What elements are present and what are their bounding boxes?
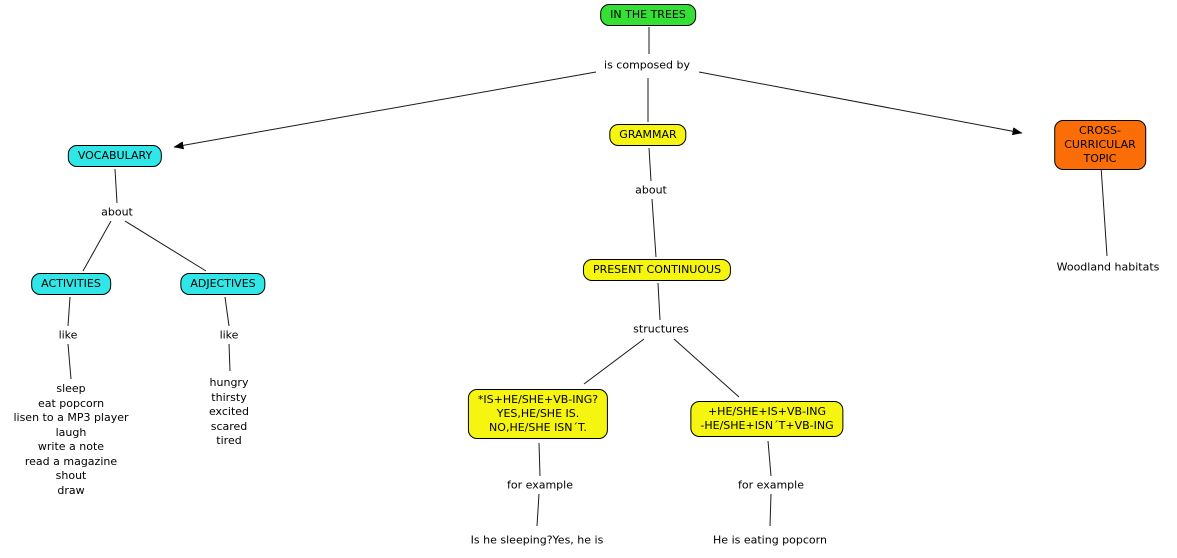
line-grammar-to-about [648, 147, 652, 182]
link-like-adjectives[interactable]: like [217, 328, 241, 342]
leaf-adjectives-list[interactable]: hungry thirsty excited scared tired [208, 376, 250, 447]
line-statement-to-example [767, 440, 772, 477]
node-in-the-trees[interactable]: IN THE TREES [600, 4, 696, 26]
line-composed-to-vocabulary [173, 71, 597, 150]
link-for-example-statement[interactable]: for example [736, 478, 806, 492]
link-for-example-question[interactable]: for example [505, 478, 575, 492]
leaf-woodland-habitats[interactable]: Woodland habitats [1056, 260, 1160, 274]
leaf-example-statement[interactable]: He is eating popcorn [713, 533, 827, 547]
line-question-to-example [538, 442, 541, 477]
line-structures-to-question [583, 338, 645, 385]
line-like-to-adjectives-list [228, 343, 231, 372]
node-present-continuous[interactable]: PRESENT CONTINUOUS [582, 259, 732, 281]
link-like-activities[interactable]: like [56, 328, 80, 342]
link-structures[interactable]: structures [631, 322, 691, 336]
line-activities-to-like [67, 296, 71, 327]
node-structure-question[interactable]: *IS+HE/SHE+VB-ING? YES,HE/SHE IS. NO,HE/… [467, 389, 609, 439]
line-about-to-activities [82, 220, 112, 272]
line-like-to-activities-list [67, 343, 72, 380]
line-adjectives-to-like [224, 296, 230, 327]
leaf-activities-list[interactable]: sleep eat popcorn lisen to a MP3 player … [13, 382, 129, 497]
node-vocabulary[interactable]: VOCABULARY [67, 145, 163, 167]
leaf-example-question[interactable]: Is he sleeping?Yes, he is [470, 533, 604, 547]
line-example-to-statement-text [769, 493, 772, 527]
node-adjectives[interactable]: ADJECTIVES [180, 273, 266, 295]
link-is-composed-by[interactable]: is composed by [602, 58, 692, 72]
node-structure-statement[interactable]: +HE/SHE+IS+VB-ING -HE/SHE+ISN´T+VB-ING [690, 401, 844, 437]
line-vocabulary-to-about [114, 168, 118, 204]
link-about-vocabulary[interactable]: about [99, 205, 135, 219]
node-activities[interactable]: ACTIVITIES [31, 273, 111, 295]
line-cross-to-woodland [1100, 165, 1108, 257]
line-example-to-question-text [536, 493, 540, 527]
line-structures-to-statement [673, 338, 740, 398]
line-pc-to-structures [657, 282, 661, 321]
link-about-grammar[interactable]: about [633, 183, 669, 197]
node-grammar[interactable]: GRAMMAR [609, 124, 687, 146]
node-cross-curricular-topic[interactable]: CROSS- CURRICULAR TOPIC [1054, 120, 1146, 170]
line-composed-to-cross [698, 71, 1023, 136]
line-about-to-present-continuous [651, 198, 657, 258]
line-about-to-adjectives [124, 220, 207, 272]
